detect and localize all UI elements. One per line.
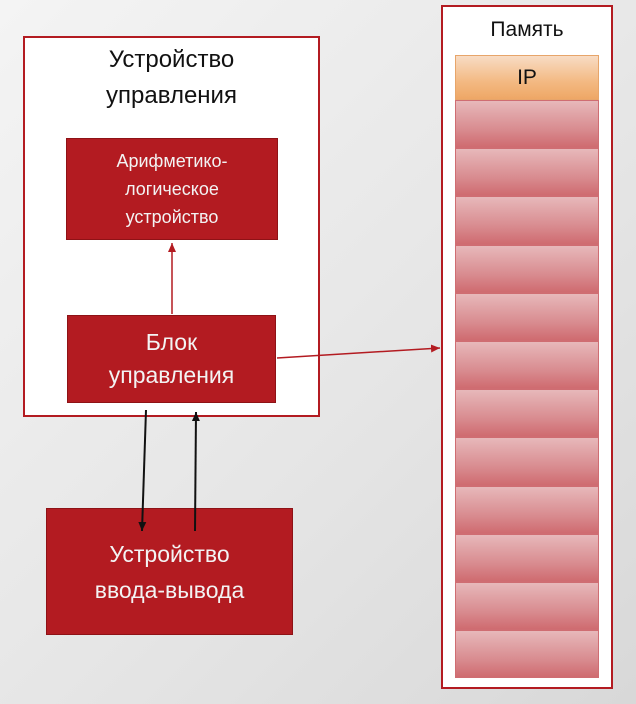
control-block-label: Блок управления [108, 329, 235, 388]
memory-cell [455, 533, 599, 582]
memory-cell [455, 196, 599, 245]
alu-label: Арифметико- логическое устройство [116, 151, 228, 227]
memory-cell [455, 292, 599, 341]
ip-label: IP [517, 65, 537, 89]
memory-cell [455, 630, 599, 679]
memory-cell [455, 437, 599, 486]
memory-cell [455, 582, 599, 631]
memory-cell [455, 389, 599, 438]
memory-cell [455, 148, 599, 197]
alu-box: Арифметико- логическое устройство [66, 138, 278, 240]
arrow-control-to-io [138, 409, 147, 532]
io-device-box: Устройство ввода-вывода [46, 508, 293, 635]
memory-cell [455, 485, 599, 534]
ip-register-cell: IP [455, 55, 599, 100]
arrow-control-to-memory [276, 344, 441, 359]
control-unit-title: Устройство управления [106, 46, 237, 109]
memory-cell [455, 341, 599, 390]
memory-cell [455, 244, 599, 293]
io-device-label: Устройство ввода-вывода [94, 540, 245, 603]
memory-cell [455, 100, 599, 149]
control-block-box: Блок управления [67, 315, 276, 403]
arrow-io-to-control [191, 411, 200, 532]
memory-title: Память [490, 18, 564, 41]
